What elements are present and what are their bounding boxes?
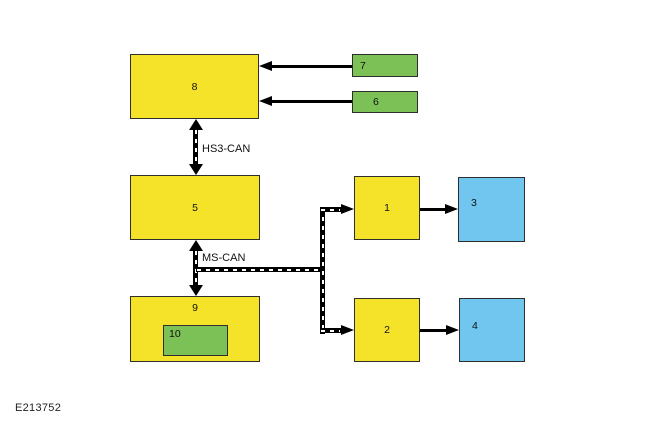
ms-can-branch-to-2	[320, 328, 341, 333]
component-box-6: 6	[352, 91, 418, 113]
hs3-can-label: HS3-CAN	[202, 143, 251, 155]
module-box-1: 1	[354, 176, 420, 240]
component-box-10: 10	[163, 325, 228, 356]
arrow-right-icon	[446, 325, 459, 335]
arrow-left-icon	[259, 61, 272, 71]
arrow-right-icon	[445, 204, 458, 214]
arrow-up-icon	[189, 119, 203, 130]
module-box-5: 5	[130, 175, 260, 240]
callout-8: 8	[191, 80, 198, 93]
hs3-can-bus-line	[193, 129, 198, 166]
output-box-4: 4	[459, 298, 525, 362]
callout-2: 2	[384, 323, 390, 336]
callout-9: 9	[192, 302, 198, 314]
output-box-3: 3	[458, 177, 525, 242]
arrow-right-icon	[341, 204, 354, 214]
callout-1: 1	[384, 201, 390, 214]
arrow-down-icon	[189, 285, 203, 296]
ms-can-label: MS-CAN	[202, 252, 246, 264]
arrow-7-to-8-line	[271, 65, 352, 68]
arrow-left-icon	[259, 96, 272, 106]
arrow-2-to-4-line	[420, 329, 446, 332]
callout-5: 5	[192, 201, 198, 214]
arrow-up-icon	[189, 240, 203, 251]
figure-code: E213752	[15, 402, 62, 414]
module-box-9: 9 10	[130, 296, 260, 362]
module-box-2: 2	[354, 298, 420, 362]
callout-10: 10	[169, 328, 181, 340]
arrow-6-to-8-line	[271, 100, 352, 103]
ms-can-branch-riser	[320, 207, 325, 334]
arrow-1-to-3-line	[420, 208, 445, 211]
module-box-8: 8	[130, 54, 259, 119]
callout-3: 3	[471, 197, 477, 209]
ms-can-bus-line	[193, 250, 198, 287]
ms-can-branch-to-1	[320, 207, 341, 212]
callout-4: 4	[472, 320, 478, 332]
callout-7: 7	[360, 59, 366, 72]
component-box-7: 7	[352, 54, 418, 77]
arrow-down-icon	[189, 164, 203, 175]
callout-6: 6	[373, 95, 379, 108]
ms-can-branch-main	[196, 267, 325, 272]
arrow-right-icon	[341, 325, 354, 335]
